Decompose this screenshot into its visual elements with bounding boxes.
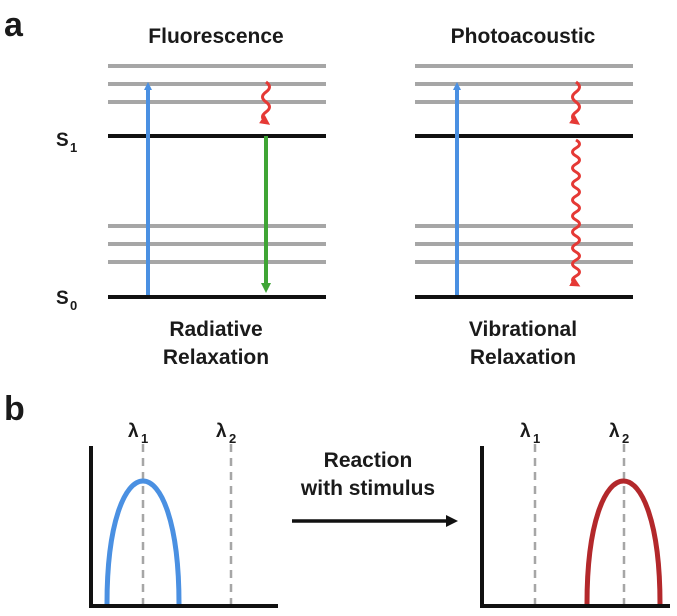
lambda2-label-after: λ 2 [609, 421, 629, 446]
lambda2-subscript: 2 [622, 431, 629, 446]
s1-state-label: S 1 [56, 130, 77, 155]
lambda1-label-after: λ 1 [520, 421, 540, 446]
s0-letter: S [56, 288, 69, 309]
vibrational-caption-line1: Vibrational [469, 318, 577, 341]
spectrum-before-plot [89, 444, 278, 608]
photoacoustic-diagram [415, 64, 633, 299]
reaction-text-line2: with stimulus [300, 477, 435, 500]
lambda1-subscript: 1 [141, 431, 148, 446]
lambda2-label: λ 2 [216, 421, 236, 446]
photoacoustic-title: Photoacoustic [451, 25, 596, 48]
s1-subscript: 1 [70, 140, 77, 155]
blue-spectrum-peak [104, 478, 182, 605]
fluorescence-diagram [108, 64, 326, 299]
lambda1-letter: λ [520, 421, 531, 442]
s0-state-label: S 0 [56, 288, 77, 313]
spectrum-after-plot [480, 444, 670, 608]
lambda1-letter: λ [128, 421, 139, 442]
lambda2-letter: λ [609, 421, 620, 442]
radiative-caption-line2: Relaxation [163, 346, 269, 369]
vibrational-caption-line2: Relaxation [470, 346, 576, 369]
radiative-caption-line1: Radiative [169, 318, 262, 341]
red-spectrum-peak [584, 478, 663, 605]
lambda1-label: λ 1 [128, 421, 148, 446]
vibrational-relaxation-wavy-arrow [259, 80, 271, 125]
panel-a-label: a [4, 6, 24, 44]
s1-letter: S [56, 130, 69, 151]
lambda2-letter: λ [216, 421, 227, 442]
lambda2-subscript: 2 [229, 431, 236, 446]
vibrational-relaxation-wavy-arrow [569, 80, 581, 125]
nonradiative-relaxation-wavy-arrow [569, 138, 581, 287]
panel-b-label: b [4, 390, 25, 428]
s0-subscript: 0 [70, 298, 77, 313]
fluorescence-title: Fluorescence [148, 25, 283, 48]
reaction-text-line1: Reaction [324, 449, 413, 472]
lambda1-subscript: 1 [533, 431, 540, 446]
